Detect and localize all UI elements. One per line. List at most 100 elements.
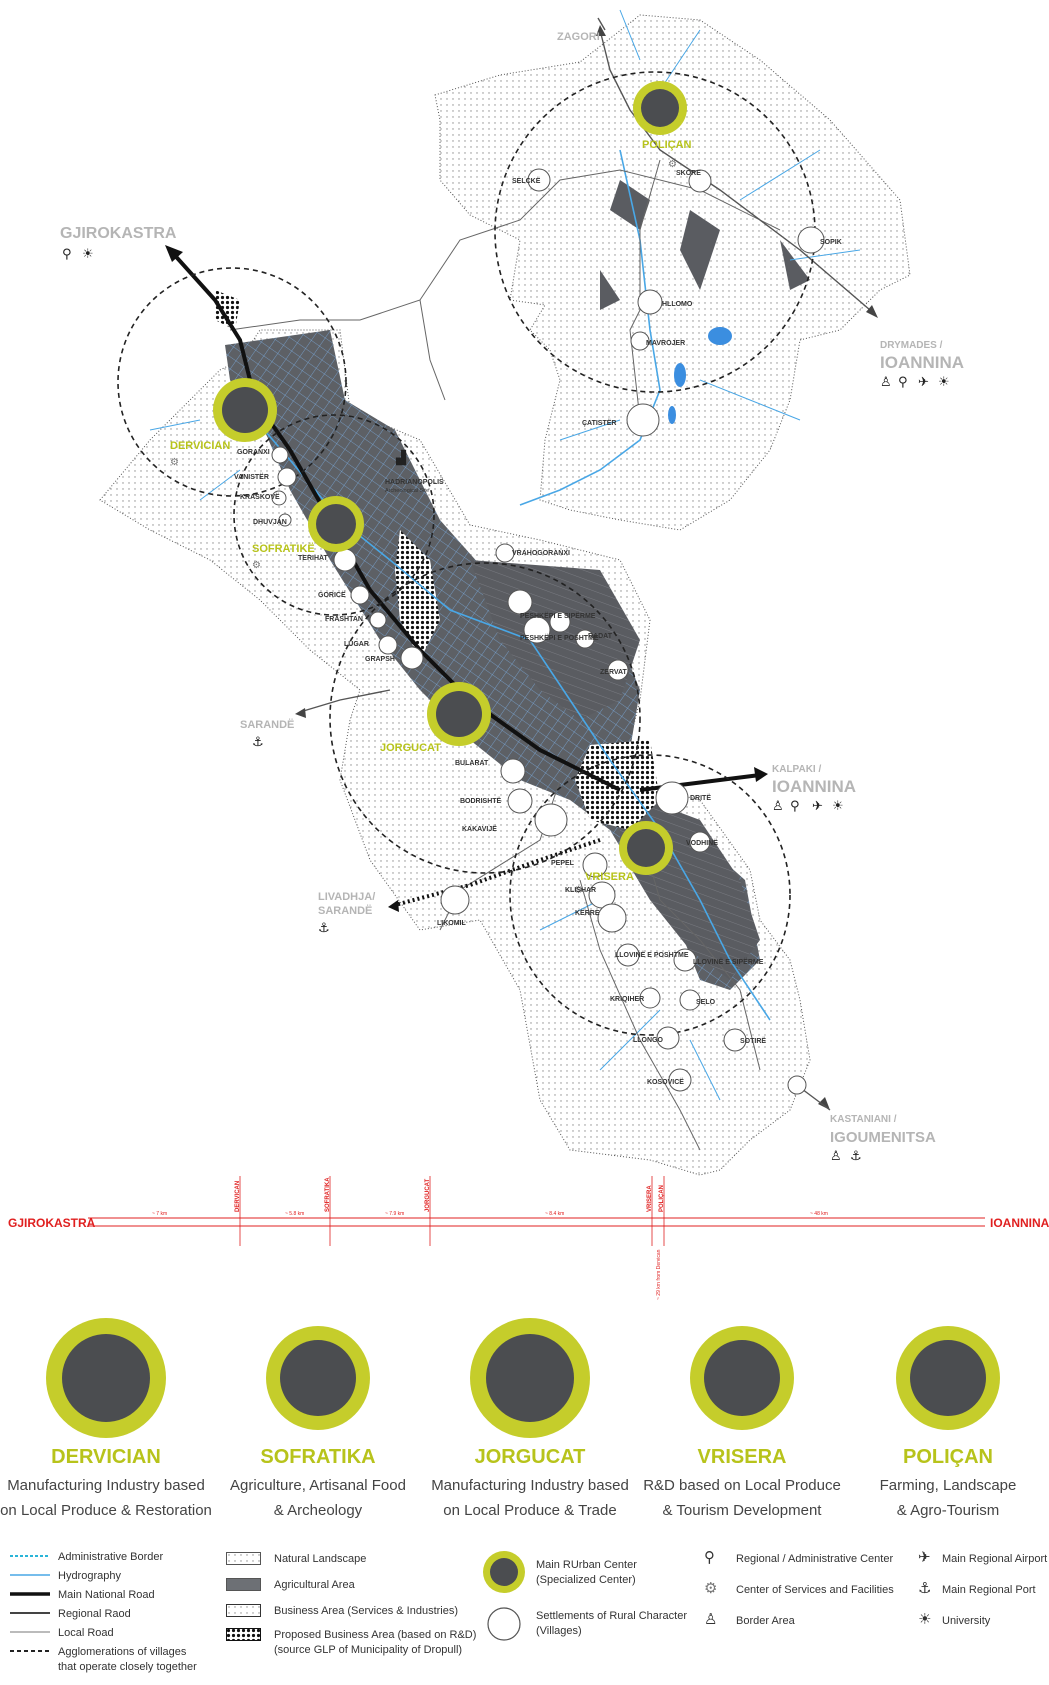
axis-distance-label: ~ 7 km <box>152 1211 167 1217</box>
village-label: FRASHTAN <box>325 616 363 623</box>
border-area-icon: ♙ <box>772 799 784 814</box>
arrow-kastaniani <box>818 1097 830 1110</box>
arrow-kalpaki <box>754 767 768 782</box>
regional-roads <box>299 17 871 713</box>
village-label: BODRISHTË <box>460 797 502 805</box>
center-name: DERVICIAN <box>51 1446 161 1468</box>
business-area <box>215 290 660 830</box>
center-name: JORGUCAT <box>474 1446 586 1468</box>
university-icon: ☀ <box>918 1610 932 1628</box>
center-label-sofratike: SOFRATIKË <box>252 542 315 555</box>
axis-tick-label: VRISERA <box>647 1185 653 1212</box>
legend-natural-landscape: Natural Landscape <box>226 1552 366 1567</box>
village-label: DHUVJAN <box>253 519 287 526</box>
destination-livadhja: LIVADHJA/ SARANDË ⚓ <box>318 891 375 936</box>
archeological-site-icon: ▟ <box>395 449 407 466</box>
services-gear-icon: ⚙ <box>704 1579 718 1597</box>
village-label: GORICË <box>318 591 346 599</box>
destination-zagori: ZAGORI <box>557 31 600 43</box>
axis-tick-label: SOFRATIKA <box>325 1177 331 1212</box>
airport-icon: ✈ <box>918 375 929 390</box>
regional-admin-icon: ⚲ <box>704 1548 715 1566</box>
axis-distance-label: ~ 8.4 km <box>545 1211 564 1217</box>
svg-text:DRYMADES /: DRYMADES / <box>880 340 943 351</box>
port-icon: ⚓ <box>318 921 330 936</box>
center-card-vrisera: VRISERA R&D based on Local Produce & Tou… <box>636 1318 848 1523</box>
legend-services: ⚙ Center of Services and Facilities <box>704 1579 894 1597</box>
village-label: RADAT <box>588 633 613 640</box>
center-label-jorgucat: JORGUCAT <box>380 742 441 754</box>
legend-village: Settlements of Rural Character(Villages) <box>486 1606 687 1642</box>
legend-rurban-center: Main RUrban Center(Specialized Center) <box>482 1550 637 1594</box>
port-icon: ⚓ <box>918 1579 932 1597</box>
legend-regional-admin: ⚲ Regional / Administrative Center <box>704 1548 894 1566</box>
settlement-pattern-icon <box>486 1334 574 1422</box>
village-label: KRIQIHER <box>610 996 644 1003</box>
lake <box>668 406 676 424</box>
village-label: SELCKË <box>512 177 541 185</box>
center-desc-line2: & Archeology <box>273 1502 363 1519</box>
legend-admin-border: Administrative Border <box>10 1551 164 1563</box>
legend-business-area: Business Area (Services & Industries) <box>226 1604 458 1619</box>
center-desc-line2: on Local Produce & Trade <box>443 1502 617 1519</box>
settlement-pattern-icon <box>280 1340 356 1416</box>
village-label: KLISHAR <box>565 887 596 894</box>
airport-icon: ✈ <box>812 799 823 814</box>
village-label: PESHKËPI E POSHTME <box>520 634 599 642</box>
border-area-icon: ♙ <box>830 1149 842 1164</box>
legend-port: ⚓ Main Regional Port <box>918 1579 1036 1597</box>
svg-text:GJIROKASTRA: GJIROKASTRA <box>60 225 177 242</box>
axis-start: GJIROKASTRA <box>8 1216 96 1230</box>
center-name: VRISERA <box>697 1446 787 1468</box>
center-marker-vrisera <box>619 821 673 875</box>
svg-text:SARANDË: SARANDË <box>240 718 294 731</box>
axis-distance-label: ~ 48 km <box>810 1211 828 1217</box>
village-label: SELO <box>696 999 716 1006</box>
arrow-sarande <box>295 708 306 718</box>
svg-text:SARANDË: SARANDË <box>318 904 372 917</box>
village-label: GRAPSH <box>365 656 395 663</box>
legend-agricultural-area: Agricultural Area <box>226 1578 355 1593</box>
center-name: POLIÇAN <box>903 1446 993 1468</box>
village-label: SOTIRË <box>740 1037 766 1045</box>
village-label: GORANXI <box>237 449 270 456</box>
center-desc-line2: & Tourism Development <box>662 1502 822 1519</box>
center-badge <box>266 1326 370 1430</box>
regional-admin-icon: ⚲ <box>62 247 72 262</box>
svg-text:⚙: ⚙ <box>668 159 677 170</box>
site-sub: Archeological Site <box>385 488 429 494</box>
arrow-drymades <box>866 305 878 318</box>
village-markers <box>271 168 825 1095</box>
arrow-zagori <box>596 25 606 36</box>
center-desc-line2: on Local Produce & Restoration <box>0 1502 212 1519</box>
village-label: ZERVAT <box>600 669 628 676</box>
svg-text:ZAGORI: ZAGORI <box>557 31 600 43</box>
port-icon: ⚓ <box>850 1149 862 1164</box>
village-label: PEPEL <box>551 860 575 867</box>
svg-text:⚙: ⚙ <box>574 885 583 896</box>
proposed-road-livadhja <box>394 838 601 907</box>
rurban-centers <box>213 81 687 875</box>
legend-border-area: ♙ Border Area <box>704 1610 795 1628</box>
legend: Administrative Border Hydrography Main N… <box>0 1550 1049 1685</box>
airport-icon: ✈ <box>918 1548 931 1566</box>
destination-sarande: SARANDË ⚓ <box>240 718 294 750</box>
village-label: LIKOMIL <box>437 920 466 927</box>
svg-text:IOANNINA: IOANNINA <box>772 777 856 796</box>
center-marker-dervician <box>213 378 277 442</box>
legend-airport: ✈ Main Regional Airport <box>918 1548 1048 1566</box>
center-desc-line1: Manufacturing Industry based <box>7 1477 205 1494</box>
university-icon: ☀ <box>82 247 94 262</box>
destination-kastaniani: KASTANIANI / IGOUMENITSA ♙ ⚓ <box>830 1114 936 1164</box>
legend-proposed-business-area: Proposed Business Area (based on R&D)(so… <box>226 1628 476 1658</box>
center-marker-polican <box>633 81 687 135</box>
village-label: KOSOVICË <box>647 1078 684 1086</box>
center-card-polican: POLIÇAN Farming, Landscape & Agro-Touris… <box>848 1318 1048 1523</box>
village-label: MAVROJER <box>646 340 685 347</box>
svg-text:⚙: ⚙ <box>252 560 261 571</box>
village-label: HLLOMO <box>662 301 693 308</box>
legend-main-road: Main National Road <box>10 1589 155 1601</box>
legend-university: ☀ University <box>918 1610 991 1628</box>
lake <box>674 363 686 387</box>
